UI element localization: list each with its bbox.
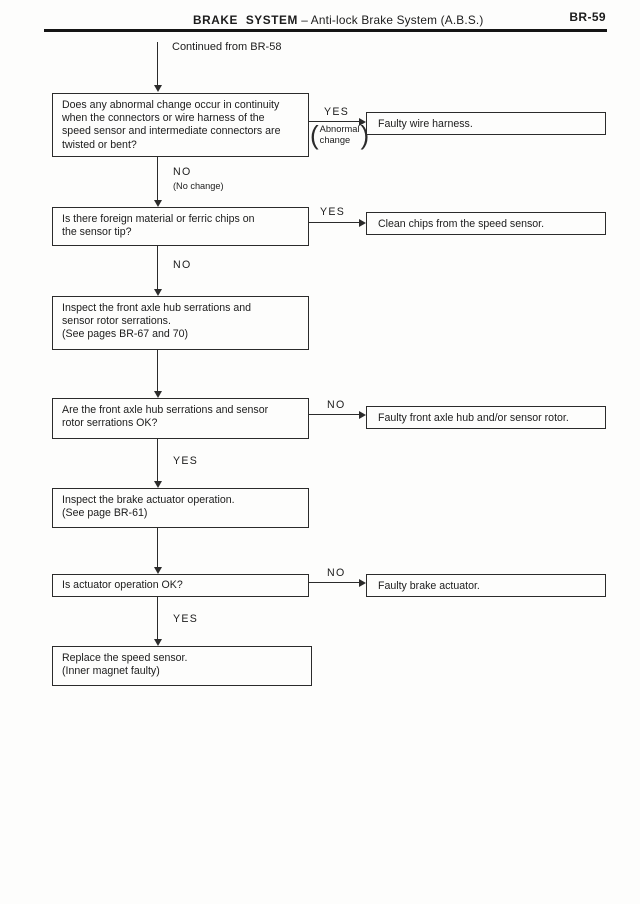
result-text: Faulty brake actuator. [378,579,480,592]
arrowhead-down-icon [153,200,162,207]
note-text: Abnormal change [319,124,360,145]
result-box-clean-chips: Clean chips from the speed sensor. [366,212,606,235]
note-paren: ) [360,120,370,150]
down-connector-line [157,246,159,290]
box-text-line: (See page BR-61) [62,507,148,520]
box-text-line: Is actuator operation OK? [62,578,183,591]
box-text-line: Does any abnormal change occur in contin… [62,99,280,111]
arrowhead-down-icon [153,639,162,646]
result-box-faulty-axle-hub: Faulty front axle hub and/or sensor roto… [366,406,606,429]
branch-label-yes: YES [324,106,350,118]
process-box-replace-speed-sensor: Replace the speed sensor. (Inner magnet … [52,646,312,686]
header-subsection-title: – Anti-lock Brake System (A.B.S.) [301,13,484,27]
down-connector-line [157,439,159,482]
process-box-serrations-ok: Are the front axle hub serrations and se… [52,398,309,439]
branch-connector-line [309,121,360,123]
branch-label-no: NO [173,259,192,271]
branch-label-yes: YES [320,206,346,218]
header-section-title: BRAKE SYSTEM [193,13,298,27]
box-text-line: Are the front axle hub serrations and se… [62,404,269,416]
arrowhead-down-icon [153,481,162,488]
process-box-continuity-check: Does any abnormal change occur in contin… [52,93,309,157]
branch-label-no: NO [327,399,346,411]
header-rule [44,29,607,32]
entry-label: Continued from BR-58 [172,41,282,53]
process-box-ferric-chips-check: Is there foreign material or ferric chip… [52,207,309,246]
box-text-line: sensor rotor serrations. [62,315,171,328]
branch-label-no: NO [173,166,192,178]
box-text-line: (See pages BR-67 and 70) [62,328,189,341]
page-header-title: BRAKE SYSTEM – Anti-lock Brake System (A… [193,13,484,27]
box-text-line: the sensor tip? [62,226,132,239]
branch-connector-line [309,582,360,584]
down-connector-line [157,157,159,201]
arrowhead-down-icon [153,567,162,574]
arrowhead-down-icon [153,391,162,398]
branch-label-yes: YES [173,613,199,625]
result-text: Faulty front axle hub and/or sensor roto… [378,411,569,424]
arrowhead-right-icon [359,579,366,587]
down-connector-line [157,350,159,392]
box-text-line: Is there foreign material or ferric chip… [62,213,255,225]
arrowhead-down-icon [153,289,162,296]
result-box-faulty-wire-harness: Faulty wire harness. [366,112,606,135]
process-box-actuator-ok: Is actuator operation OK? [52,574,309,597]
branch-label-yes: YES [173,455,199,467]
result-box-faulty-brake-actuator: Faulty brake actuator. [366,574,606,597]
down-connector-line [157,528,159,568]
box-text-line: Inspect the front axle hub serrations an… [62,302,252,314]
branch-note-abnormal-change: ( Abnormal change ) [310,122,369,148]
box-text-line: twisted or bent? [62,138,137,151]
page-number: BR-59 [569,10,606,24]
result-text: Clean chips from the speed sensor. [378,217,545,230]
arrowhead-down-icon [153,85,162,92]
branch-connector-line [309,222,360,224]
box-text-line: when the connectors or wire harness of t… [62,112,265,125]
process-box-inspect-serrations: Inspect the front axle hub serrations an… [52,296,309,350]
result-text: Faulty wire harness. [378,117,473,130]
arrowhead-right-icon [359,411,366,419]
branch-connector-line [309,414,360,416]
box-text-line: Inspect the brake actuator operation. [62,494,235,506]
process-box-inspect-actuator: Inspect the brake actuator operation. (S… [52,488,309,528]
note-paren: ( [310,120,319,150]
entry-connector-line [157,42,159,86]
arrowhead-right-icon [359,219,366,227]
box-text-line: Replace the speed sensor. [62,652,188,664]
branch-note-no-change: (No change) [173,181,224,191]
box-text-line: speed sensor and intermediate connectors… [62,125,281,138]
box-text-line: rotor serrations OK? [62,417,158,430]
down-connector-line [157,597,159,640]
box-text-line: (Inner magnet faulty) [62,665,160,678]
arrowhead-right-icon [359,118,366,126]
branch-label-no: NO [327,567,346,579]
